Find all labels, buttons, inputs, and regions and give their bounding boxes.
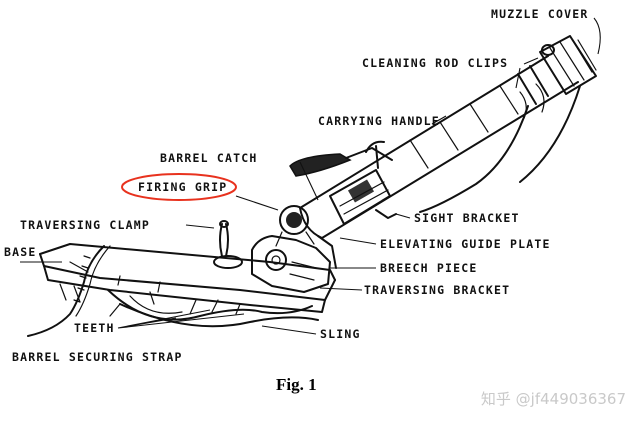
label-barrel-securing-strap: BARREL SECURING STRAP (12, 350, 183, 364)
label-elevating-guide-plate: ELEVATING GUIDE PLATE (380, 237, 551, 251)
leader-elevating-guide-plate (339, 237, 377, 245)
figure-caption: Fig. 1 (276, 375, 317, 394)
leader-firing-grip (235, 195, 279, 211)
mortar-drawing (27, 35, 597, 337)
firing-grip-highlight (121, 173, 237, 201)
label-base: BASE (4, 245, 37, 259)
watermark: 知乎 @jf449036367 (481, 390, 626, 408)
carrying-handle-drawing (289, 140, 393, 177)
leader-traversing-bracket (319, 287, 363, 291)
label-traversing-bracket: TRAVERSING BRACKET (364, 283, 510, 297)
label-muzzle-cover: MUZZLE COVER (491, 7, 588, 21)
leader-sight-bracket (395, 213, 411, 219)
leader-cleaning-rod-clips (515, 57, 539, 89)
leader-muzzle-cover (593, 17, 601, 55)
barrel-securing-strap-drawing (27, 245, 111, 337)
label-barrel-catch: BARREL CATCH (160, 151, 257, 165)
leader-teeth (117, 309, 245, 329)
leader-barrel-catch (299, 161, 319, 201)
label-sling: SLING (320, 327, 361, 341)
sling-drawing (109, 85, 581, 328)
label-sight-bracket: SIGHT BRACKET (414, 211, 520, 225)
label-firing-grip: FIRING GRIP (138, 180, 227, 194)
label-teeth: TEETH (74, 321, 115, 335)
label-breech-piece: BREECH PIECE (380, 261, 477, 275)
leader-lines (20, 17, 601, 335)
leader-sling (261, 325, 317, 335)
firing-grip-drawing (275, 205, 315, 247)
traversing-clamp-drawing (213, 220, 243, 269)
label-cleaning-rod-clips: CLEANING ROD CLIPS (362, 56, 508, 70)
leader-carrying-handle (431, 115, 447, 125)
barrel (299, 35, 597, 239)
labels: MUZZLE COVER CLEANING ROD CLIPS CARRYING… (4, 7, 588, 364)
breech-assembly (251, 235, 337, 293)
label-carrying-handle: CARRYING HANDLE (318, 114, 440, 128)
leader-traversing-clamp (185, 224, 215, 229)
label-traversing-clamp: TRAVERSING CLAMP (20, 218, 150, 232)
